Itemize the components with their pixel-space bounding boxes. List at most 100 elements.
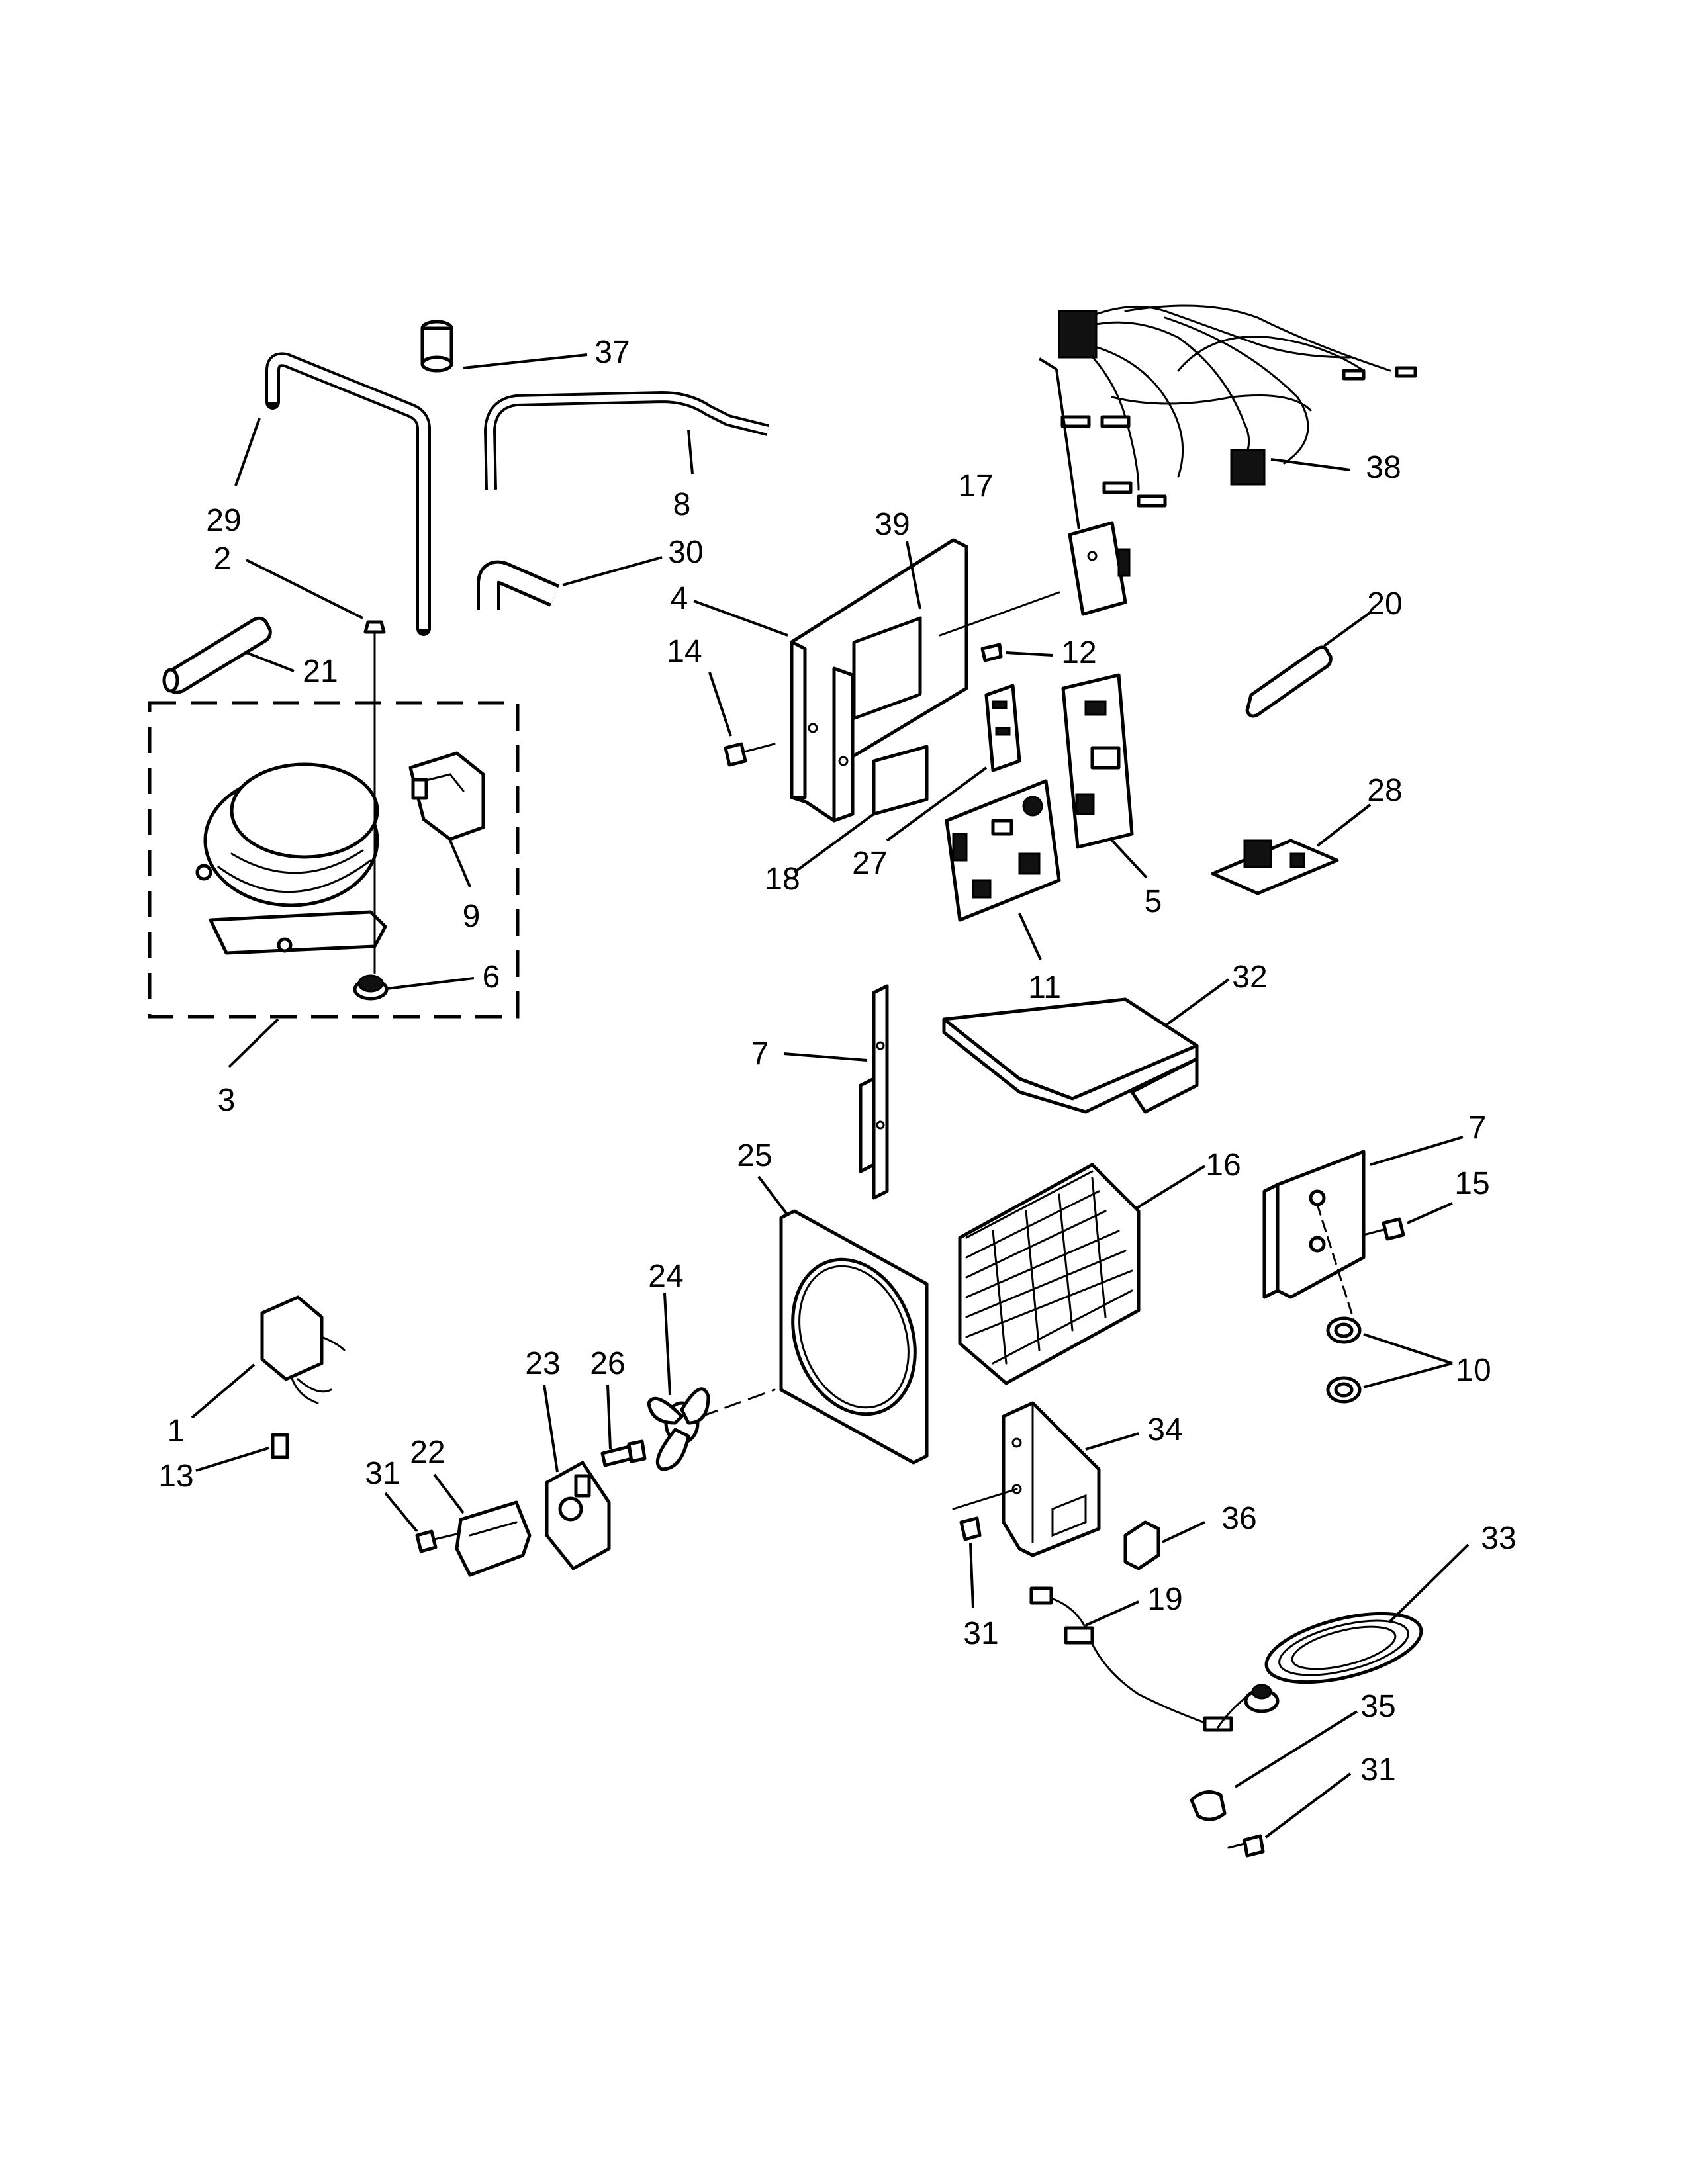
callout-1: 1 xyxy=(167,1414,185,1449)
leader-20 xyxy=(1323,610,1373,647)
callout-18: 18 xyxy=(765,862,800,897)
callout-36: 36 xyxy=(1221,1501,1256,1536)
board-27-part xyxy=(984,684,1021,772)
callout-11: 11 xyxy=(1028,970,1061,1005)
leader-31-clip xyxy=(1264,1772,1352,1839)
clip-35-part xyxy=(1190,1790,1227,1821)
leader-7-left xyxy=(783,1052,868,1062)
clip-12-part xyxy=(980,643,1003,662)
leader-23 xyxy=(543,1384,559,1473)
pcb-17-part xyxy=(1068,521,1131,616)
leader-11 xyxy=(1018,913,1042,960)
leader-24 xyxy=(663,1293,671,1396)
leader-10a xyxy=(1363,1333,1453,1365)
callout-7-left: 7 xyxy=(751,1036,769,1071)
leader-35 xyxy=(1234,1710,1358,1788)
leader-27 xyxy=(886,766,988,842)
leader-16 xyxy=(1135,1165,1206,1210)
leader-32 xyxy=(1164,978,1230,1027)
screw-14-part xyxy=(724,742,776,767)
leader-17 xyxy=(1038,357,1058,371)
tube-37-part xyxy=(420,320,453,373)
callout-8: 8 xyxy=(673,487,691,522)
compressor-part xyxy=(195,762,387,955)
leader-18 xyxy=(793,813,875,874)
fan-motor-23-part xyxy=(545,1461,611,1570)
callout-13: 13 xyxy=(158,1459,193,1494)
callout-7-right: 7 xyxy=(1469,1111,1487,1146)
leader-6 xyxy=(386,977,475,990)
callout-6: 6 xyxy=(483,960,500,995)
callout-38: 38 xyxy=(1366,450,1401,485)
callout-3: 3 xyxy=(218,1083,236,1118)
leader-2 xyxy=(246,559,363,619)
evaporator-16-part xyxy=(958,1163,1141,1385)
callout-29: 29 xyxy=(206,503,241,538)
callout-9: 9 xyxy=(463,899,481,934)
leader-10b xyxy=(1363,1362,1453,1388)
harness-19-part xyxy=(1029,1586,1233,1732)
callout-21: 21 xyxy=(303,654,338,689)
leader-34 xyxy=(1085,1432,1139,1451)
callout-30: 30 xyxy=(668,535,703,570)
callout-37: 37 xyxy=(594,335,630,370)
screw-15-part xyxy=(1362,1217,1405,1241)
leader-28 xyxy=(1316,803,1372,847)
callout-2: 2 xyxy=(214,541,232,576)
leader-5 xyxy=(1111,839,1148,879)
leader-30 xyxy=(562,556,663,586)
callout-24: 24 xyxy=(648,1259,683,1294)
leader-7-right xyxy=(1370,1136,1464,1166)
compressor-assembly-dashed-box xyxy=(148,701,520,1019)
leader-36 xyxy=(1162,1521,1205,1543)
callout-27: 27 xyxy=(852,846,887,881)
callout-32: 32 xyxy=(1232,960,1267,995)
pcb-11-part xyxy=(945,779,1061,922)
screw-31-fan-part xyxy=(415,1529,458,1553)
callout-31-fan: 31 xyxy=(365,1456,400,1491)
screw-2-part xyxy=(363,620,386,647)
overload-relay-part xyxy=(408,751,485,841)
callout-31-bracket: 31 xyxy=(963,1616,998,1651)
part-36 xyxy=(1123,1520,1160,1570)
callout-14: 14 xyxy=(667,634,702,669)
callout-5: 5 xyxy=(1145,884,1162,919)
compressor-assembly-group xyxy=(148,620,520,1019)
callout-4: 4 xyxy=(671,581,688,616)
leader-26 xyxy=(606,1384,612,1450)
callout-31-clip: 31 xyxy=(1360,1752,1395,1788)
leader-1 xyxy=(191,1363,256,1419)
callout-23: 23 xyxy=(525,1346,560,1381)
leader-22 xyxy=(433,1473,465,1514)
label-18-part xyxy=(872,745,929,816)
leader-31-fan xyxy=(384,1492,418,1533)
leader-33 xyxy=(1389,1543,1470,1623)
leader-31-bracket xyxy=(969,1543,974,1609)
leader-8 xyxy=(687,430,694,475)
bracket-7-left-part xyxy=(859,984,889,1200)
leader-19 xyxy=(1085,1600,1139,1627)
grommet-part xyxy=(353,634,389,1001)
heater-20-part xyxy=(1245,645,1333,718)
tube-30-part xyxy=(477,560,560,610)
leader-21 xyxy=(246,651,295,672)
control-bracket-4-part xyxy=(790,538,1060,823)
screw-31-bracket-part xyxy=(959,1516,982,1541)
leader-9 xyxy=(449,840,471,887)
callout-12: 12 xyxy=(1061,635,1096,670)
leader-12 xyxy=(1006,651,1053,657)
pcb-5-part xyxy=(1061,673,1134,849)
callout-33: 33 xyxy=(1481,1521,1516,1556)
clip-13-part xyxy=(271,1433,289,1459)
fan-bracket-22-part xyxy=(455,1500,532,1577)
tube-8-part xyxy=(483,390,770,490)
callout-22: 22 xyxy=(410,1435,445,1470)
fan-shroud-25-part xyxy=(779,1209,929,1465)
washer-10-part xyxy=(1326,1316,1362,1404)
callout-20: 20 xyxy=(1367,586,1402,621)
callout-39: 39 xyxy=(874,507,910,542)
screw-26-part xyxy=(600,1439,647,1467)
callout-26: 26 xyxy=(590,1346,625,1381)
callout-10: 10 xyxy=(1456,1353,1491,1388)
